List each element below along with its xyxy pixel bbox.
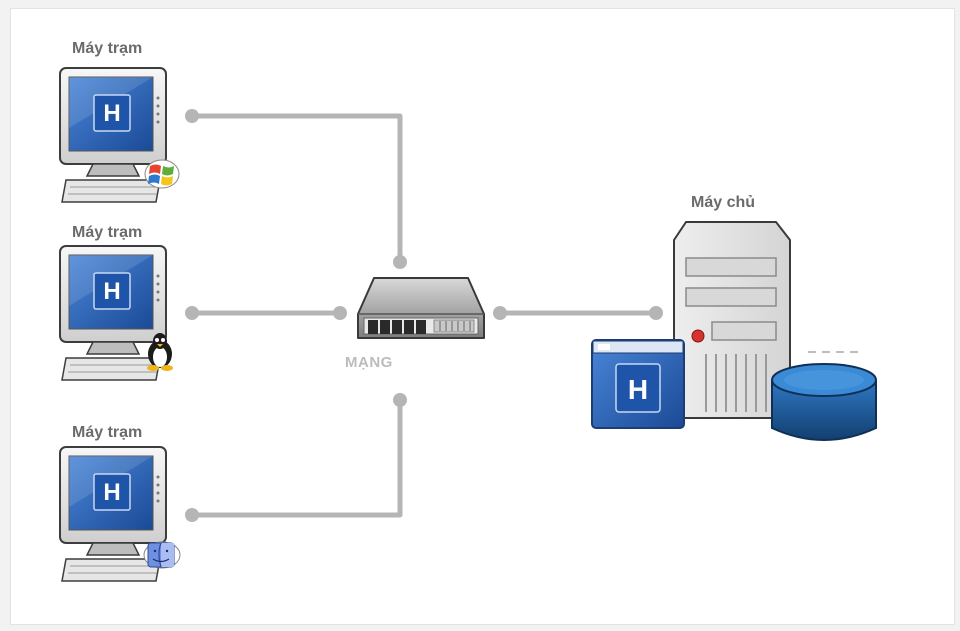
workstation-label-3: Máy trạm bbox=[72, 424, 143, 441]
mac-finder-icon bbox=[143, 541, 181, 569]
connector-workstation-1 bbox=[189, 113, 403, 265]
connector-endpoints bbox=[185, 109, 663, 522]
network-switch-icon bbox=[357, 277, 485, 339]
workstation-1: H bbox=[59, 67, 180, 203]
workstation-3: H bbox=[59, 446, 181, 582]
workstation-logo-letter: H bbox=[103, 100, 120, 127]
workstation-label-1: Máy trạm bbox=[72, 40, 143, 57]
database-icon bbox=[771, 363, 877, 441]
connector-lines bbox=[189, 113, 659, 518]
connector-workstation-3 bbox=[189, 397, 403, 518]
linux-penguin-icon bbox=[147, 333, 173, 371]
windows-logo-icon bbox=[144, 159, 180, 189]
app-window-icon: H bbox=[591, 339, 685, 429]
network-label: MẠNG bbox=[345, 354, 393, 371]
app-window-logo-letter: H bbox=[628, 374, 648, 405]
workstation-label-2: Máy trạm bbox=[72, 224, 143, 241]
workstation-logo-letter: H bbox=[103, 278, 120, 305]
server-label: Máy chủ bbox=[691, 194, 756, 211]
workstation-2: H bbox=[59, 245, 173, 381]
workstation-logo-letter: H bbox=[103, 479, 120, 506]
server-tower-icon bbox=[673, 221, 791, 419]
